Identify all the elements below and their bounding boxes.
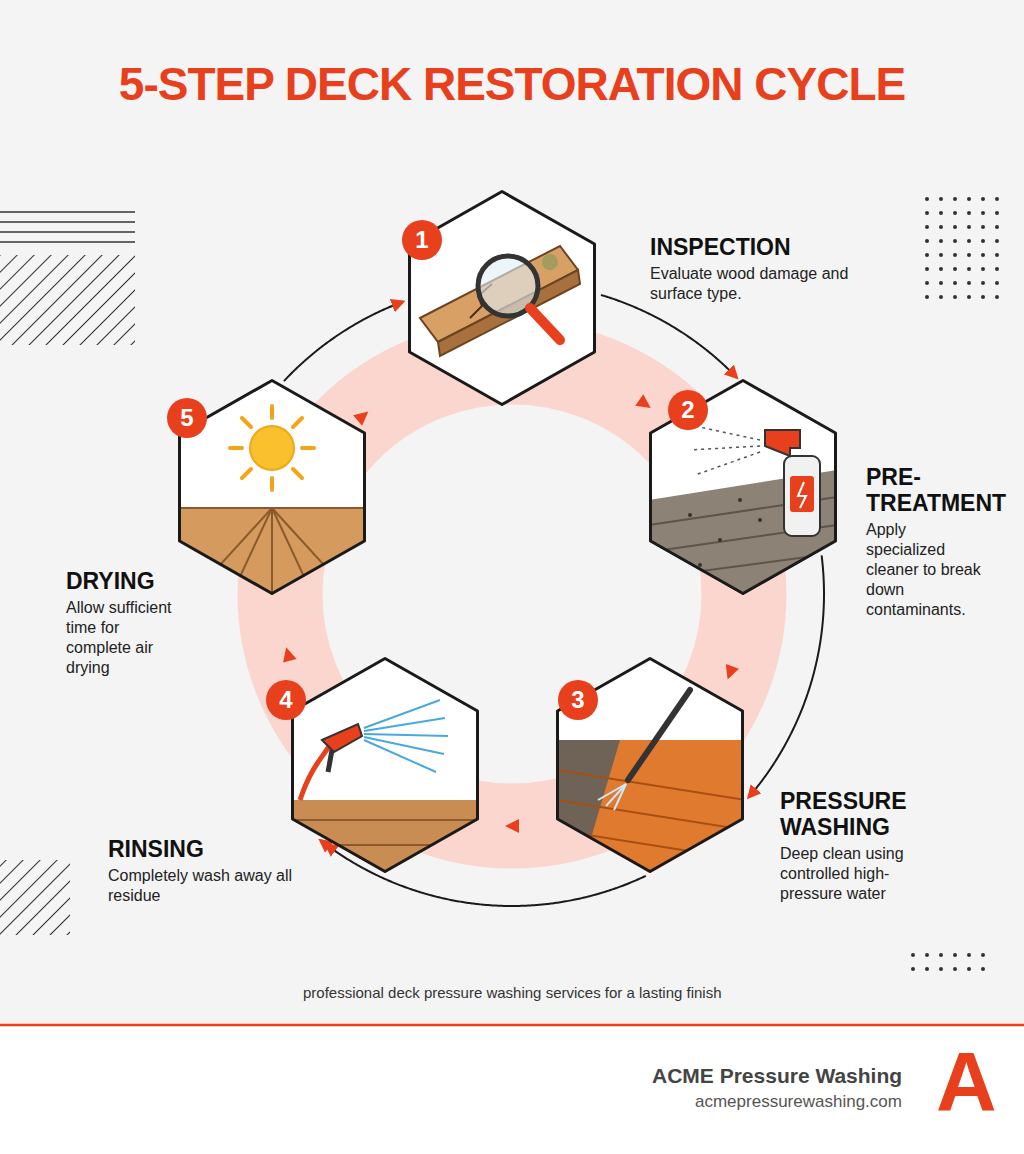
footer-rule bbox=[0, 1024, 1024, 1027]
step-number-badge: 5 bbox=[167, 398, 207, 438]
step-number-badge: 2 bbox=[668, 390, 708, 430]
drying-illustration bbox=[178, 406, 368, 598]
step-hexagon: 1INSPECTIONEvaluate wood damage and surf… bbox=[408, 190, 596, 406]
step-caption: INSPECTION Evaluate wood damage and surfa… bbox=[650, 234, 885, 304]
cycle-arrow bbox=[284, 302, 403, 381]
step-caption: RINSING Completely wash away all residue bbox=[108, 836, 313, 906]
step-caption: DRYING Allow sufficient time for complete… bbox=[66, 568, 186, 678]
step-heading: PRESSURE WASHING bbox=[780, 788, 950, 840]
step-description: Completely wash away all residue bbox=[108, 866, 313, 906]
company-url: acmepressurewashing.com bbox=[695, 1092, 902, 1112]
hatch-decor bbox=[0, 860, 70, 935]
step-hexagon: 2PRE- TREATMENTApply specialized cleaner… bbox=[649, 379, 837, 595]
step-heading: INSPECTION bbox=[650, 234, 885, 260]
cycle-arrow bbox=[321, 840, 326, 844]
step-number-badge: 1 bbox=[402, 220, 442, 260]
dot-grid-decor bbox=[918, 188, 1004, 300]
step-hexagon: 4RINSINGCompletely wash away all residue bbox=[291, 657, 479, 873]
step-description: Apply specialized cleaner to break down … bbox=[866, 520, 988, 620]
page-ground bbox=[0, 0, 1024, 1025]
dot-grid-decor bbox=[908, 953, 994, 981]
step-number: 3 bbox=[571, 688, 584, 712]
company-name: ACME Pressure Washing bbox=[652, 1064, 902, 1088]
step-number: 1 bbox=[415, 228, 428, 252]
hexagon-outline bbox=[408, 190, 596, 406]
step-heading: PRE- TREATMENT bbox=[866, 464, 1016, 516]
step-number: 5 bbox=[180, 406, 193, 430]
hatch-decor bbox=[0, 255, 135, 345]
inspection-illustration bbox=[420, 246, 580, 356]
company-logo: A bbox=[936, 1040, 997, 1124]
caption-note: professional deck pressure washing servi… bbox=[303, 984, 722, 1001]
step-number: 4 bbox=[279, 688, 292, 712]
cycle-arrow bbox=[749, 555, 824, 797]
step-number: 2 bbox=[681, 398, 694, 422]
step-description: Evaluate wood damage and surface type. bbox=[650, 264, 885, 304]
stripe-decor bbox=[0, 203, 135, 247]
footer-ground bbox=[0, 1025, 1024, 1154]
step-heading: DRYING bbox=[66, 568, 186, 594]
step-hexagon: 5DRYINGAllow sufficient time for complet… bbox=[178, 379, 366, 595]
step-caption: PRE- TREATMENTApply specialized cleaner … bbox=[866, 464, 1016, 620]
step-caption: PRESSURE WASHINGDeep clean using control… bbox=[780, 788, 950, 904]
step-hexagon: 3PRESSURE WASHINGDeep clean using contro… bbox=[556, 657, 744, 873]
hexagon-outline bbox=[291, 657, 479, 873]
diagram-title: 5-STEP DECK RESTORATION CYCLE bbox=[0, 56, 1024, 112]
step-heading: RINSING bbox=[108, 836, 313, 862]
step-description: Allow sufficient time for complete air d… bbox=[66, 598, 186, 678]
step-number-badge: 3 bbox=[558, 680, 598, 720]
step-description: Deep clean using controlled high- pressu… bbox=[780, 844, 950, 904]
cycle-arrow bbox=[601, 295, 737, 378]
pre-treatment-illustration bbox=[649, 425, 837, 595]
rinsing-illustration bbox=[291, 700, 481, 875]
cycle-arrow bbox=[326, 844, 646, 906]
step-number-badge: 4 bbox=[266, 680, 306, 720]
